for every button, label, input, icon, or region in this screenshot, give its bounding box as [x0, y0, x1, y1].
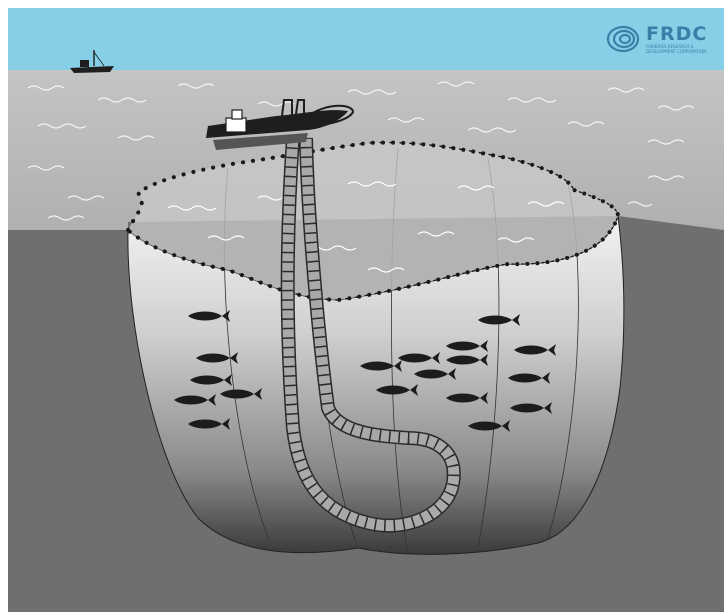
frdc-swirl-icon: [606, 24, 640, 54]
logo-subtitle: FISHERIES RESEARCH & DEVELOPMENT CORPORA…: [646, 44, 716, 54]
frdc-logo: FRDC FISHERIES RESEARCH & DEVELOPMENT CO…: [606, 24, 716, 54]
logo-wordmark: FRDC: [646, 25, 716, 44]
logo-text: FRDC FISHERIES RESEARCH & DEVELOPMENT CO…: [646, 25, 716, 54]
purse-seine-diagram: [8, 8, 724, 612]
diagram-canvas: FRDC FISHERIES RESEARCH & DEVELOPMENT CO…: [8, 8, 724, 612]
